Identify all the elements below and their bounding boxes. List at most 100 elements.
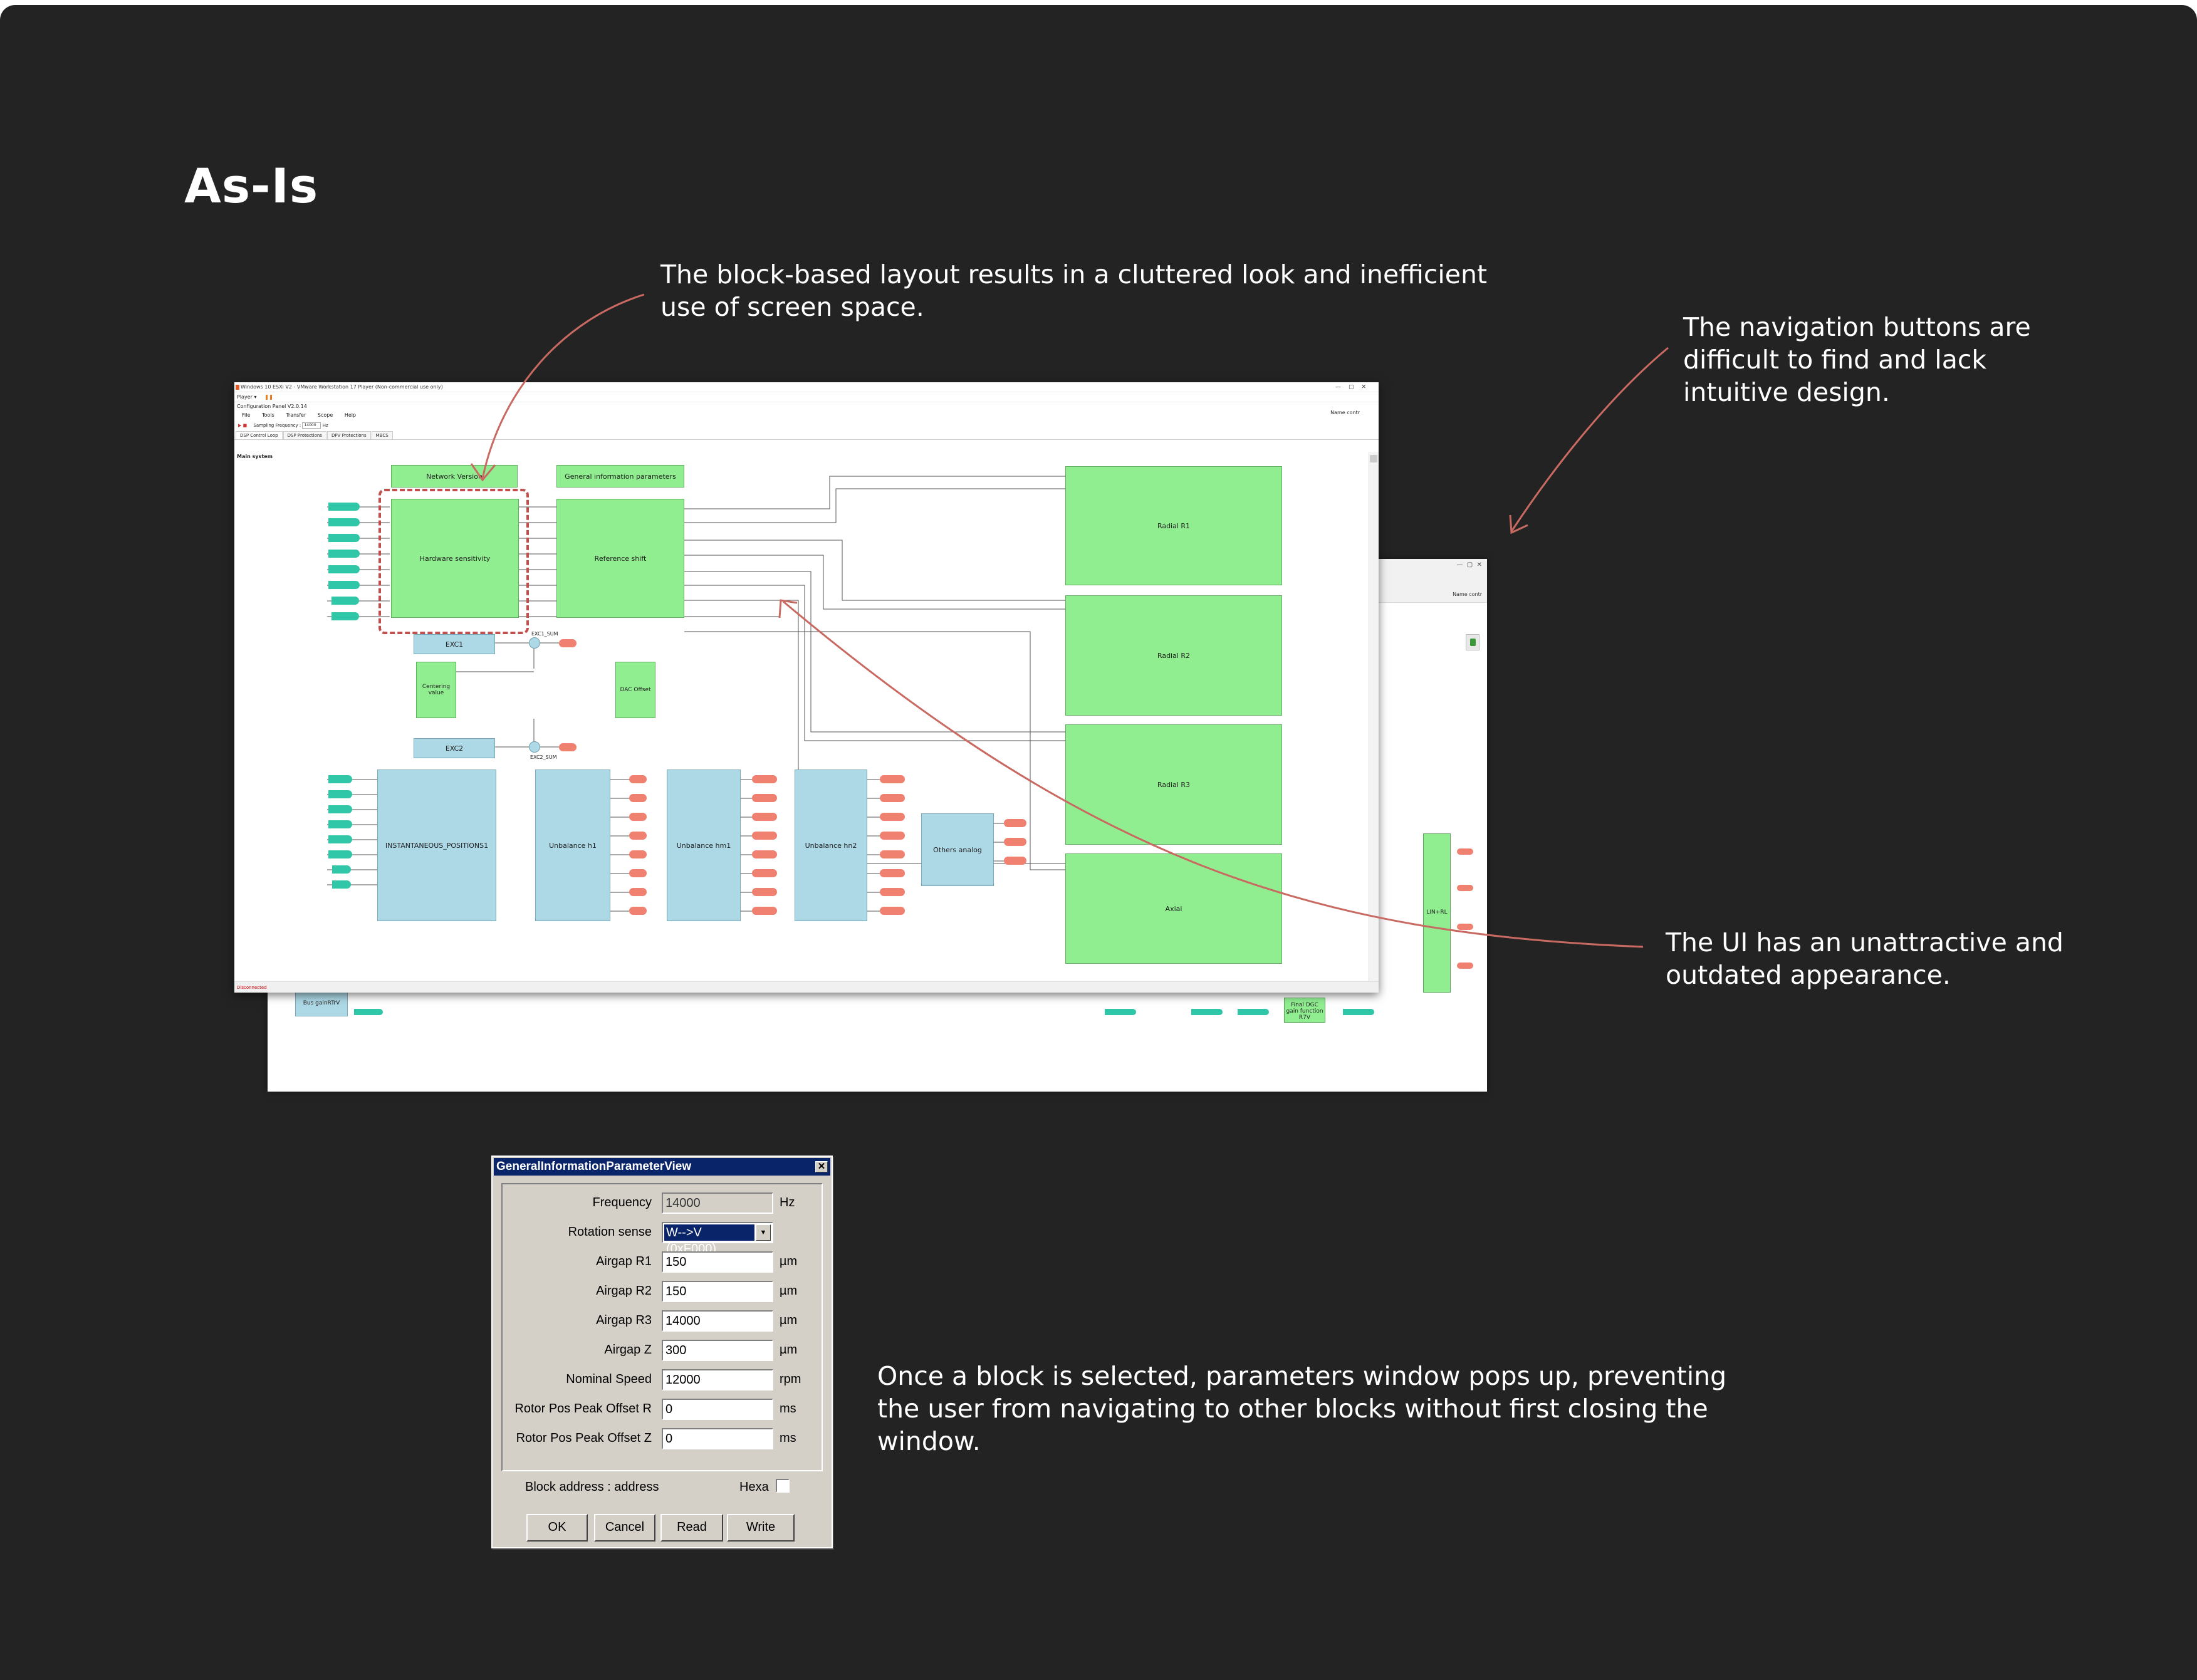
unbalance-h1-block[interactable]: Unbalance h1 (535, 770, 610, 921)
output-tag[interactable] (629, 850, 647, 858)
exc1-block[interactable]: EXC1 (414, 634, 495, 654)
input-tag[interactable] (328, 503, 360, 511)
airgap-r2-field[interactable]: 150 (662, 1281, 773, 1302)
sum-node[interactable] (529, 741, 540, 753)
chevron-down-icon[interactable]: ▼ (756, 1224, 771, 1241)
general-info-block[interactable]: General information parameters (556, 465, 684, 488)
hexa-checkbox[interactable] (776, 1479, 790, 1493)
output-tag[interactable] (1457, 848, 1473, 855)
settings-icon[interactable] (1370, 455, 1377, 462)
output-tag[interactable] (629, 794, 647, 802)
input-tag[interactable] (328, 820, 352, 828)
output-tag[interactable] (880, 888, 905, 896)
input-tag[interactable] (332, 880, 351, 889)
output-tag[interactable] (752, 794, 777, 802)
window-controls[interactable]: — ▢ ✕ (1456, 561, 1482, 568)
input-tag[interactable] (332, 865, 351, 874)
tab-mbcs[interactable]: MBCS (371, 431, 393, 439)
output-tag[interactable] (880, 850, 905, 858)
player-menu[interactable]: Player ▾ (237, 394, 257, 400)
output-tag[interactable] (629, 907, 647, 915)
output-tag[interactable] (752, 907, 777, 915)
ok-button[interactable]: OK (526, 1514, 588, 1542)
output-tag[interactable] (1004, 819, 1026, 827)
radial-r1-block[interactable]: Radial R1 (1065, 466, 1282, 585)
add-block-icon[interactable] (1466, 634, 1479, 650)
input-tag[interactable] (1191, 1009, 1223, 1015)
output-tag[interactable] (559, 743, 577, 751)
reference-shift-block[interactable]: Reference shift (556, 499, 684, 618)
menu-transfer[interactable]: Transfer (286, 412, 306, 418)
others-analog-block[interactable]: Others analog (921, 813, 994, 886)
menu-help[interactable]: Help (344, 412, 357, 418)
input-tag[interactable] (328, 534, 360, 542)
tab-dpv-protections[interactable]: DPV Protections (326, 431, 371, 439)
radial-r3-block[interactable]: Radial R3 (1065, 724, 1282, 845)
rotor-offset-z-field[interactable]: 0 (662, 1428, 773, 1449)
output-tag[interactable] (1457, 885, 1473, 891)
output-tag[interactable] (880, 775, 905, 783)
airgap-r3-field[interactable]: 14000 (662, 1310, 773, 1332)
rotor-offset-r-field[interactable]: 0 (662, 1399, 773, 1420)
vertical-scrollbar[interactable] (1369, 452, 1379, 981)
close-icon[interactable]: ✕ (815, 1161, 828, 1172)
hardware-sensitivity-block[interactable]: Hardware sensitivity (391, 499, 519, 618)
cancel-button[interactable]: Cancel (594, 1514, 655, 1542)
instantaneous-positions-block[interactable]: INSTANTANEOUS_POSITIONS1 (377, 770, 496, 921)
output-tag[interactable] (1004, 857, 1026, 865)
read-button[interactable]: Read (660, 1514, 723, 1542)
block-diagram-canvas[interactable]: Network Version General information para… (234, 452, 1369, 981)
input-tag[interactable] (328, 835, 352, 843)
output-tag[interactable] (629, 869, 647, 877)
output-tag[interactable] (752, 813, 777, 821)
input-tag[interactable] (1105, 1009, 1136, 1015)
final-dgc-block[interactable]: Final DGC gain function R7V (1284, 998, 1325, 1023)
output-tag[interactable] (880, 813, 905, 821)
output-tag[interactable] (752, 775, 777, 783)
tab-dsp-control-loop[interactable]: DSP Control Loop (236, 431, 283, 439)
rotation-sense-select[interactable]: W-->V (0xF000) ▼ (662, 1222, 773, 1256)
tab-dsp-protections[interactable]: DSP Protections (283, 431, 326, 439)
output-tag[interactable] (629, 888, 647, 896)
connect-icon[interactable]: ▶ ■ (238, 423, 248, 428)
input-tag[interactable] (354, 1009, 383, 1015)
airgap-r1-field[interactable]: 150 (662, 1251, 773, 1273)
input-tag[interactable] (328, 775, 352, 783)
input-tag[interactable] (1343, 1009, 1374, 1015)
sampling-frequency-input[interactable]: 14000 (302, 422, 321, 429)
output-tag[interactable] (752, 888, 777, 896)
unbalance-hn2-block[interactable]: Unbalance hn2 (795, 770, 867, 921)
menu-file[interactable]: File (242, 412, 251, 418)
pause-icon[interactable] (266, 394, 272, 400)
window-controls[interactable]: —▢✕ (1335, 384, 1374, 390)
output-tag[interactable] (880, 869, 905, 877)
input-tag[interactable] (328, 565, 360, 573)
lin-rl-block[interactable]: LIN+RL (1423, 833, 1451, 993)
output-tag[interactable] (752, 869, 777, 877)
dac-offset-block[interactable]: DAC Offset (615, 662, 655, 718)
input-tag[interactable] (1238, 1009, 1269, 1015)
output-tag[interactable] (629, 775, 647, 783)
airgap-z-field[interactable]: 300 (662, 1340, 773, 1361)
output-tag[interactable] (1004, 838, 1026, 846)
output-tag[interactable] (752, 832, 777, 840)
axial-block[interactable]: Axial (1065, 853, 1282, 964)
centering-value-block[interactable]: Centering value (416, 662, 456, 718)
exc2-block[interactable]: EXC2 (414, 738, 495, 758)
output-tag[interactable] (880, 832, 905, 840)
input-tag[interactable] (328, 581, 360, 589)
bus-gain-block[interactable]: Bus gainRTrV (295, 990, 348, 1016)
nominal-speed-field[interactable]: 12000 (662, 1369, 773, 1390)
input-tag[interactable] (328, 518, 360, 526)
menu-scope[interactable]: Scope (317, 412, 333, 418)
input-tag[interactable] (328, 550, 360, 558)
sum-node[interactable] (529, 637, 540, 649)
output-tag[interactable] (1457, 924, 1473, 930)
output-tag[interactable] (752, 850, 777, 858)
radial-r2-block[interactable]: Radial R2 (1065, 595, 1282, 716)
output-tag[interactable] (1457, 963, 1473, 969)
network-version-block[interactable]: Network Version (391, 465, 518, 488)
write-button[interactable]: Write (727, 1514, 795, 1542)
menu-tools[interactable]: Tools (261, 412, 274, 418)
input-tag[interactable] (328, 805, 352, 813)
